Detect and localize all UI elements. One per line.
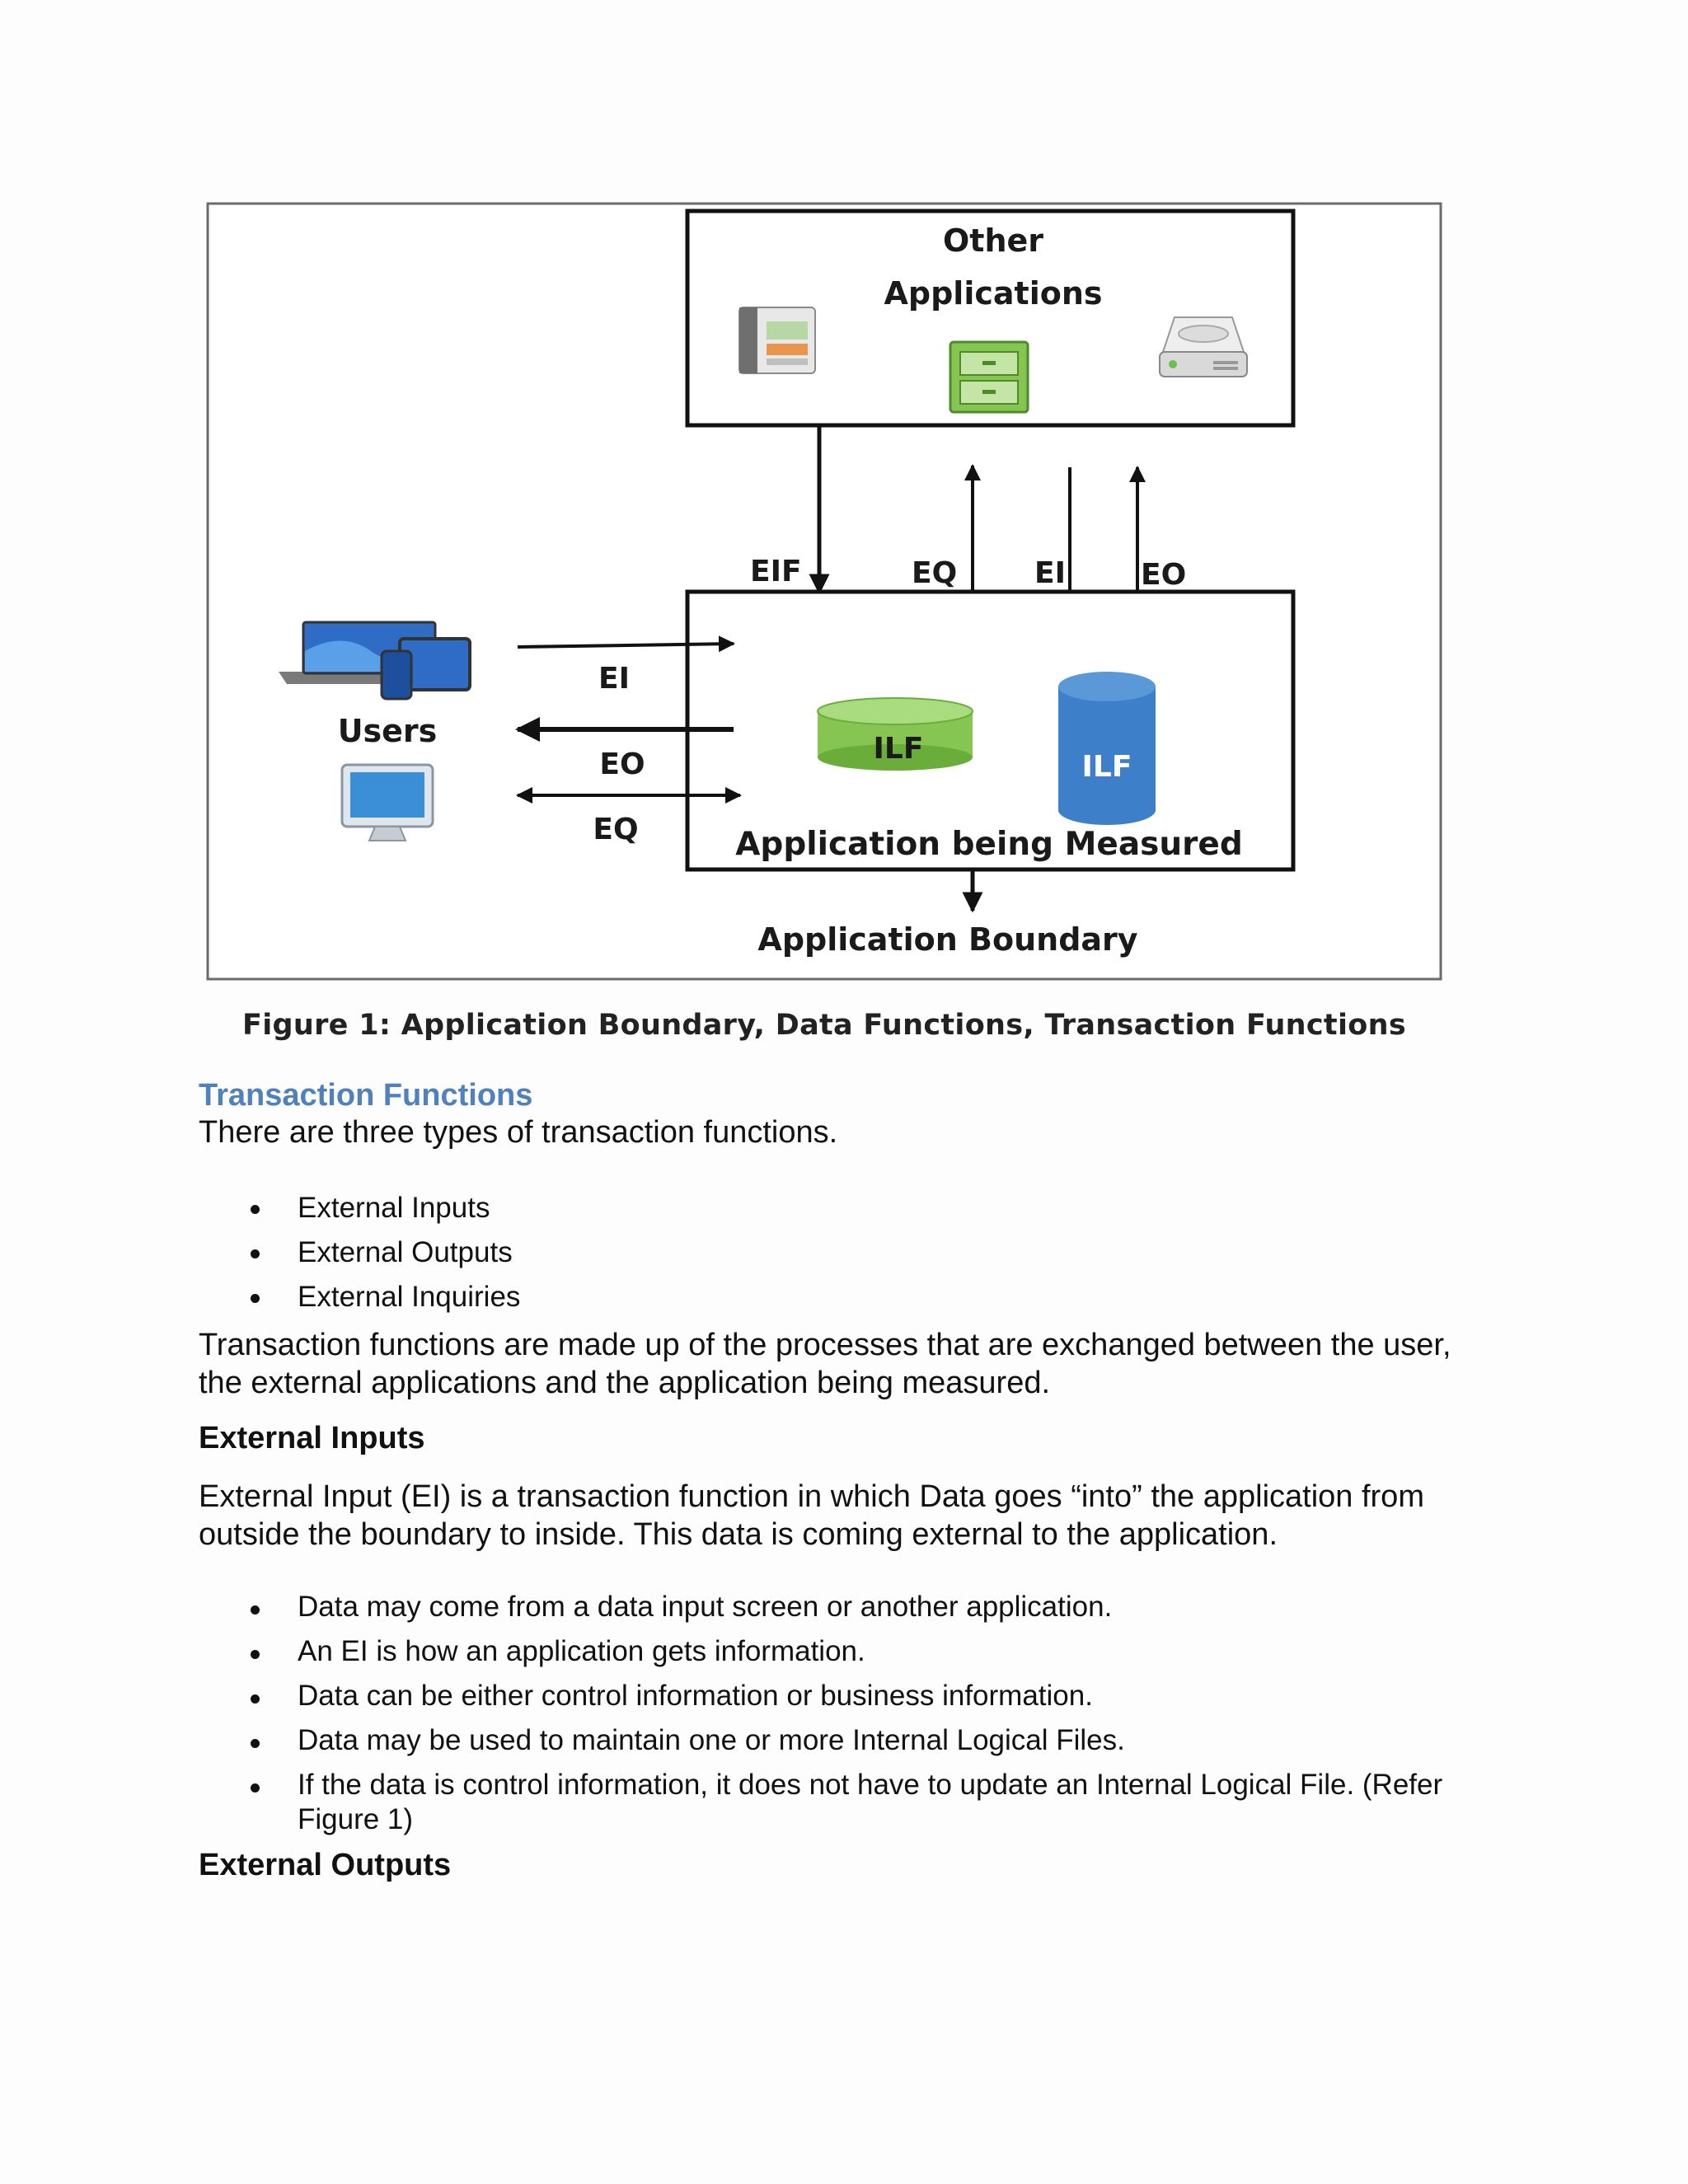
devices-icon <box>279 621 471 701</box>
file-cabinet-icon <box>949 340 1029 414</box>
section-description: Transaction functions are made up of the… <box>199 1328 1451 1400</box>
eq-label-top: EQ <box>912 556 957 590</box>
hard-drive-icon <box>1159 316 1248 377</box>
ilf-green-icon: ILF <box>817 697 973 771</box>
bullet-icon <box>251 1783 260 1793</box>
ilf-green-label: ILF <box>874 732 924 766</box>
application-boundary-label: Application Boundary <box>757 921 1137 958</box>
other-applications-label-line1: Other <box>943 223 1043 259</box>
bullet-icon <box>251 1694 260 1704</box>
eo-label-left: EO <box>599 748 645 781</box>
users-label: Users <box>338 713 438 749</box>
application-being-measured-box: Application being Measured <box>685 589 1296 872</box>
eq-label-left: EQ <box>593 813 638 846</box>
application-boundary-figure: Other Applications <box>206 202 1442 981</box>
ei-label-left: EI <box>598 662 630 696</box>
ei-arrow-left <box>517 635 735 653</box>
external-inputs-heading: External Inputs <box>199 1421 425 1455</box>
external-inputs-list: Data may come from a data input screen o… <box>199 1590 1484 1837</box>
list-item: External Outputs <box>199 1230 1484 1275</box>
list-item: External Inquiries <box>199 1275 1484 1319</box>
bullet-icon <box>251 1205 260 1214</box>
document-device-icon <box>738 307 816 374</box>
ilf-blue-label: ILF <box>1082 750 1132 784</box>
figure-caption: Figure 1: Application Boundary, Data Fun… <box>242 1009 1406 1042</box>
bullet-icon <box>251 1650 260 1659</box>
transaction-types-list: External Inputs External Outputs Externa… <box>199 1186 1484 1319</box>
other-applications-label-line2: Applications <box>884 275 1103 312</box>
bullet-icon <box>251 1294 260 1303</box>
bullet-icon <box>251 1605 260 1615</box>
application-being-measured-label: Application being Measured <box>735 826 1243 863</box>
external-inputs-description: External Input (EI) is a transaction fun… <box>199 1479 1424 1552</box>
list-item: Data can be either control information o… <box>199 1679 1484 1713</box>
bullet-icon <box>251 1739 260 1748</box>
section-intro: There are three types of transaction fun… <box>199 1115 838 1150</box>
eif-label: EIF <box>750 555 802 588</box>
external-outputs-heading: External Outputs <box>199 1848 452 1882</box>
ilf-blue-icon: ILF <box>1058 672 1156 825</box>
list-item: Data may come from a data input screen o… <box>199 1590 1484 1624</box>
document-body: Transaction Functions There are three ty… <box>199 1077 1484 1883</box>
list-item: If the data is control information, it d… <box>199 1768 1484 1837</box>
list-item: An EI is how an application gets informa… <box>199 1634 1484 1669</box>
list-item: External Inputs <box>199 1186 1484 1230</box>
list-item: Data may be used to maintain one or more… <box>199 1723 1484 1758</box>
monitor-icon <box>340 763 434 841</box>
bullet-icon <box>251 1249 260 1258</box>
ei-label-top: EI <box>1034 556 1066 590</box>
section-title: Transaction Functions <box>199 1078 533 1113</box>
eo-label-top: EO <box>1141 558 1186 592</box>
